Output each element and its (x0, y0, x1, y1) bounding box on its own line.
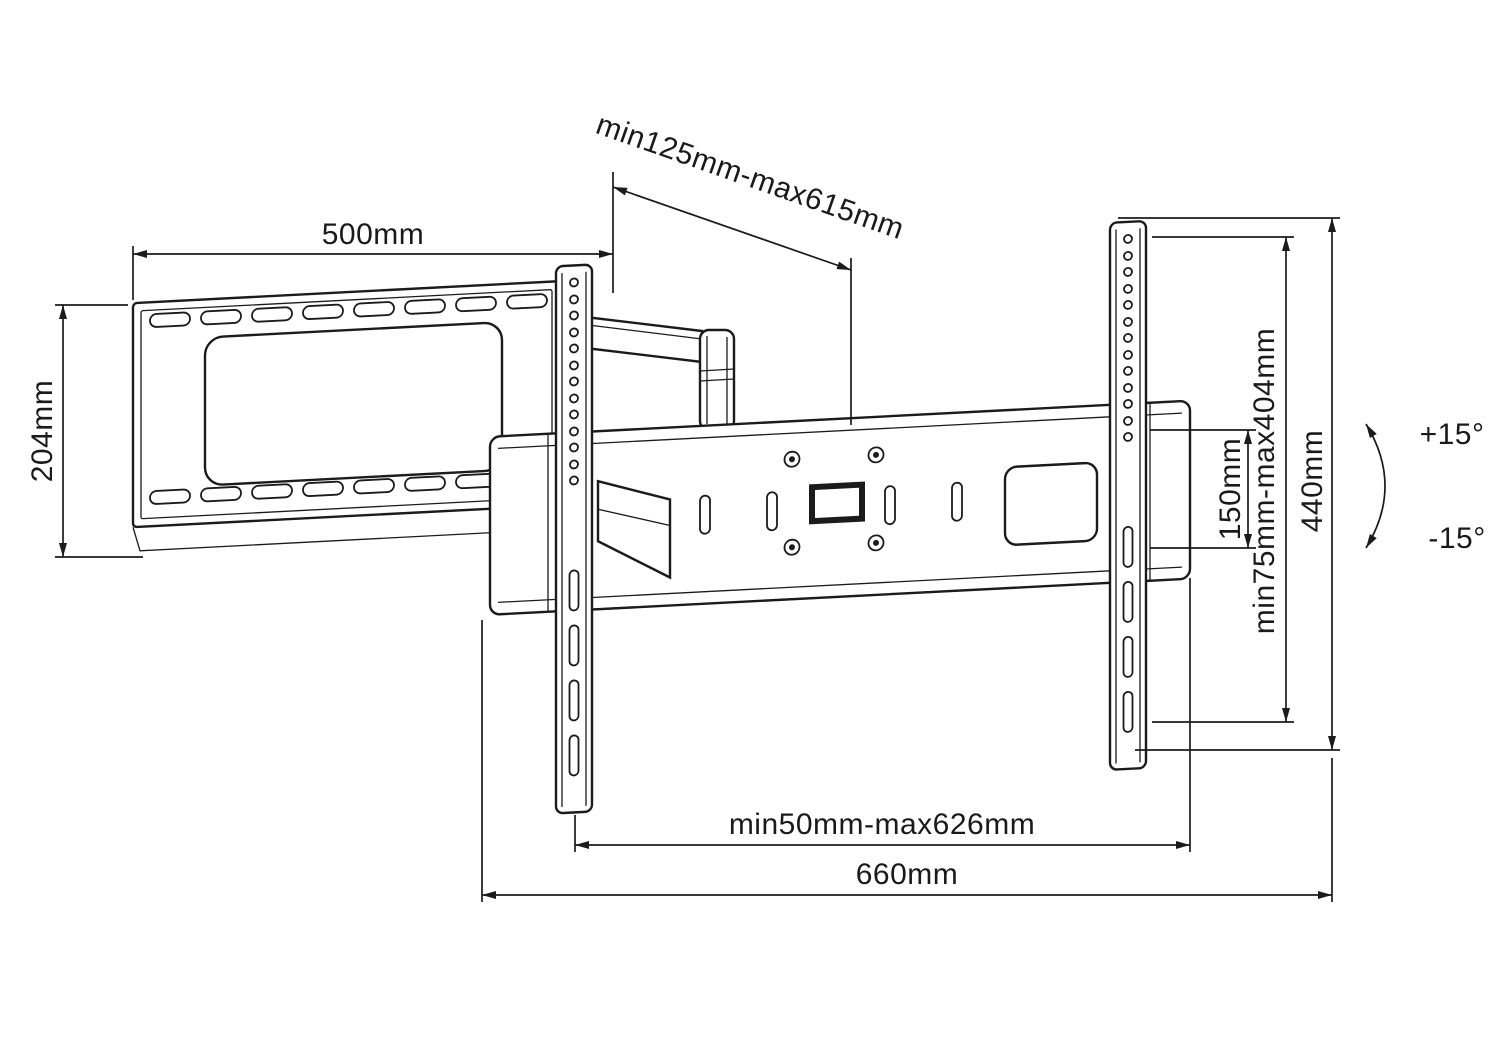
dim-label-extension-range: min125mm-max615mm (592, 108, 908, 246)
vesa-screws (783, 446, 885, 556)
dimension-vesa-spacing: 150mm (1150, 429, 1256, 549)
tilt-up-label: +15° (1420, 418, 1485, 451)
left-rail-slots (568, 569, 580, 777)
wall-plate (131, 280, 562, 552)
dimension-bracket-height: 440mm (1118, 217, 1340, 751)
dimension-horizontal-range: min50mm-max626mm (574, 578, 1191, 852)
dimension-extension-range: min125mm-max615mm (592, 108, 908, 425)
dim-label-horizontal-range: min50mm-max626mm (729, 808, 1035, 841)
crossbar-right-opening (1003, 461, 1099, 546)
swivel-arm (575, 314, 736, 432)
tilt-arc-arrow (1365, 423, 1386, 549)
dimension-crossbar-width: 660mm (481, 620, 1333, 902)
dim-label-vesa-vertical-range: min75mm-max404mm (1248, 328, 1281, 634)
tilt-range-indicator: +15° -15° (1365, 418, 1485, 555)
wall-plate-cutout (203, 321, 504, 486)
crossbar-arm (488, 400, 1192, 616)
dim-label-wall-plate-height: 204mm (26, 380, 59, 483)
right-rail-holes (1123, 234, 1133, 442)
right-tv-rail (1108, 220, 1148, 771)
center-lock-plate (809, 481, 865, 525)
tilt-down-label: -15° (1428, 522, 1485, 555)
right-rail-slots (1122, 526, 1134, 733)
dimension-wall-plate-width: 500mm (132, 172, 614, 300)
swivel-arm-beam (575, 314, 704, 364)
dim-label-crossbar-width: 660mm (856, 858, 959, 891)
lower-arm-gusset (596, 479, 672, 580)
left-tv-rail (554, 263, 594, 815)
wall-plate-top-slots (149, 293, 548, 328)
left-rail-holes (569, 277, 579, 486)
dim-label-wall-plate-width: 500mm (322, 218, 425, 251)
dimension-vesa-vertical-range: min75mm-max404mm (1152, 236, 1294, 723)
wall-plate-inner-edge (140, 289, 553, 520)
dim-label-bracket-height: 440mm (1296, 430, 1329, 533)
crossbar-slots (699, 481, 963, 535)
dimension-wall-plate-height: 204mm (26, 304, 143, 558)
wall-plate-bottom-flange (132, 526, 556, 552)
dim-label-vesa-spacing: 150mm (1214, 438, 1247, 541)
